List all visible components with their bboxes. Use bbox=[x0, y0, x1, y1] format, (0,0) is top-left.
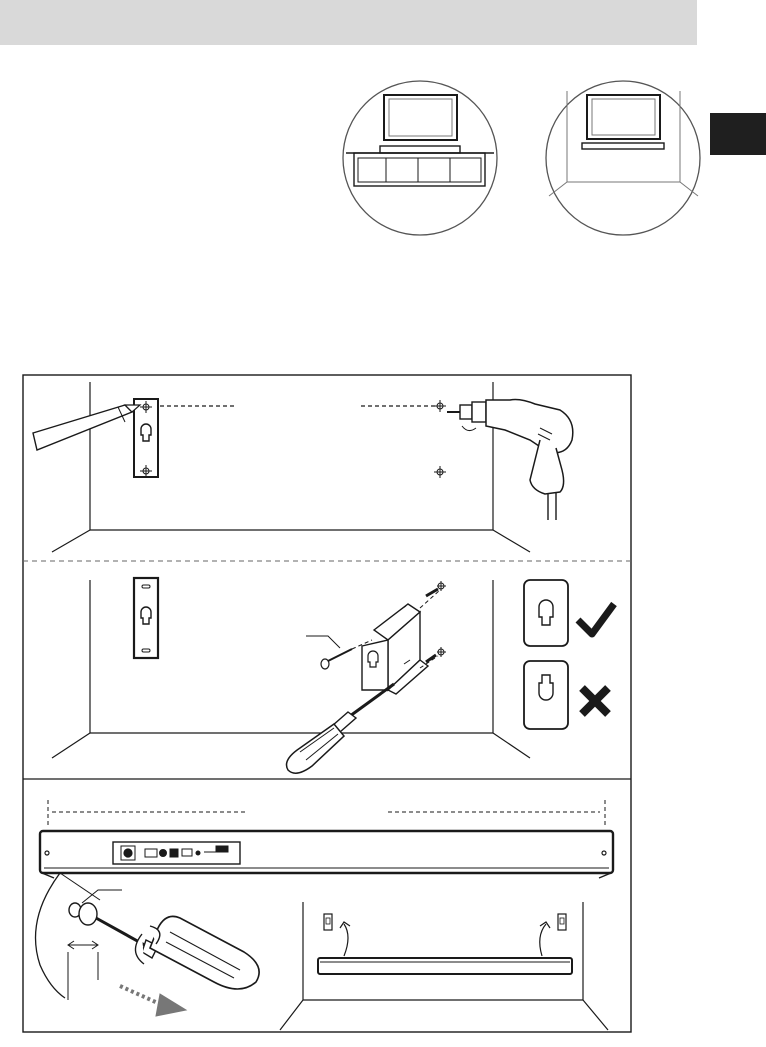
pencil-icon bbox=[33, 405, 140, 450]
drill-mark-bottom bbox=[434, 466, 446, 478]
cross-icon bbox=[582, 688, 608, 714]
step-mount-soundbar bbox=[36, 800, 614, 1030]
power-drill-icon bbox=[447, 400, 573, 521]
soundbar-on-wall-scene bbox=[280, 902, 608, 1030]
screwdriver-large-icon bbox=[96, 916, 259, 1016]
screwdriver-icon bbox=[287, 684, 395, 773]
soundbar-connector-panel bbox=[113, 842, 240, 864]
mounting-bracket-3d bbox=[362, 604, 428, 694]
keyhole-correct bbox=[524, 580, 568, 646]
wall-bracket bbox=[134, 578, 158, 658]
magnifier-screw-detail bbox=[36, 873, 123, 1000]
screw-top-icon bbox=[420, 581, 446, 608]
tv-on-cabinet-icon bbox=[343, 81, 497, 235]
drill-mark-top bbox=[434, 400, 446, 412]
step-attach-brackets bbox=[52, 578, 614, 773]
check-icon bbox=[578, 604, 614, 634]
step-mark-and-drill bbox=[33, 382, 573, 552]
wall-bracket-template bbox=[134, 399, 158, 477]
tv-wall-mounted-icon bbox=[546, 81, 700, 235]
keyhole-incorrect bbox=[524, 661, 568, 729]
